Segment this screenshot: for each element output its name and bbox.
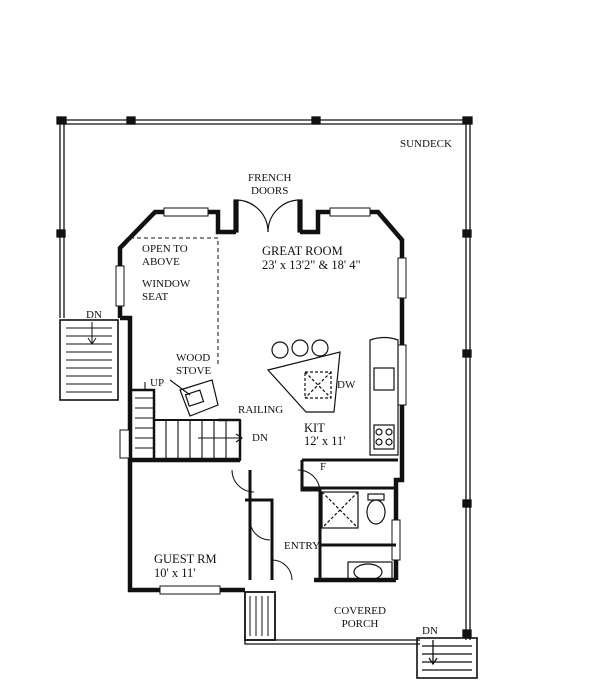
f-label: F <box>320 461 327 473</box>
great-room-name: GREAT ROOM <box>262 244 343 258</box>
guest-room-size: 10' x 11' <box>154 566 196 580</box>
great-room-size: 23' x 13'2" & 18' 4" <box>262 258 361 272</box>
dn-left-label: DN <box>86 309 102 321</box>
window-seat-label: WINDOW SEAT <box>142 278 191 303</box>
bath-fixtures <box>321 491 393 581</box>
railing-label: RAILING <box>238 404 284 416</box>
kitchen-name: KIT <box>304 421 325 435</box>
covered-porch-label: COVERED PORCH <box>334 605 386 630</box>
guest-room-name: GUEST RM <box>154 552 217 566</box>
interior-walls <box>245 458 398 580</box>
left-deck-stair <box>59 319 119 401</box>
entry-steps <box>244 591 276 641</box>
sundeck-label: SUNDECK <box>400 138 452 150</box>
sundeck-railing <box>56 116 473 640</box>
door-swings <box>231 469 321 581</box>
windows <box>115 207 407 595</box>
covered-porch <box>244 636 478 679</box>
up-label: UP <box>150 377 165 389</box>
kitchen-size: 12' x 11' <box>304 434 346 448</box>
french-doors-label: FRENCH DOORS <box>248 172 292 197</box>
dn-stair-label: DN <box>252 432 268 444</box>
railing <box>218 418 242 460</box>
wood-stove <box>169 379 219 417</box>
open-to-above-label: OPEN TO ABOVE <box>142 243 188 268</box>
open-to-above-outline <box>130 237 219 365</box>
french-doors <box>233 199 303 233</box>
entry-label: ENTRY <box>284 540 321 552</box>
dn-right-label: DN <box>422 625 438 637</box>
kitchen-fixtures <box>266 336 399 456</box>
dw-label: DW <box>337 379 356 391</box>
wood-stove-label: WOOD STOVE <box>176 352 212 377</box>
